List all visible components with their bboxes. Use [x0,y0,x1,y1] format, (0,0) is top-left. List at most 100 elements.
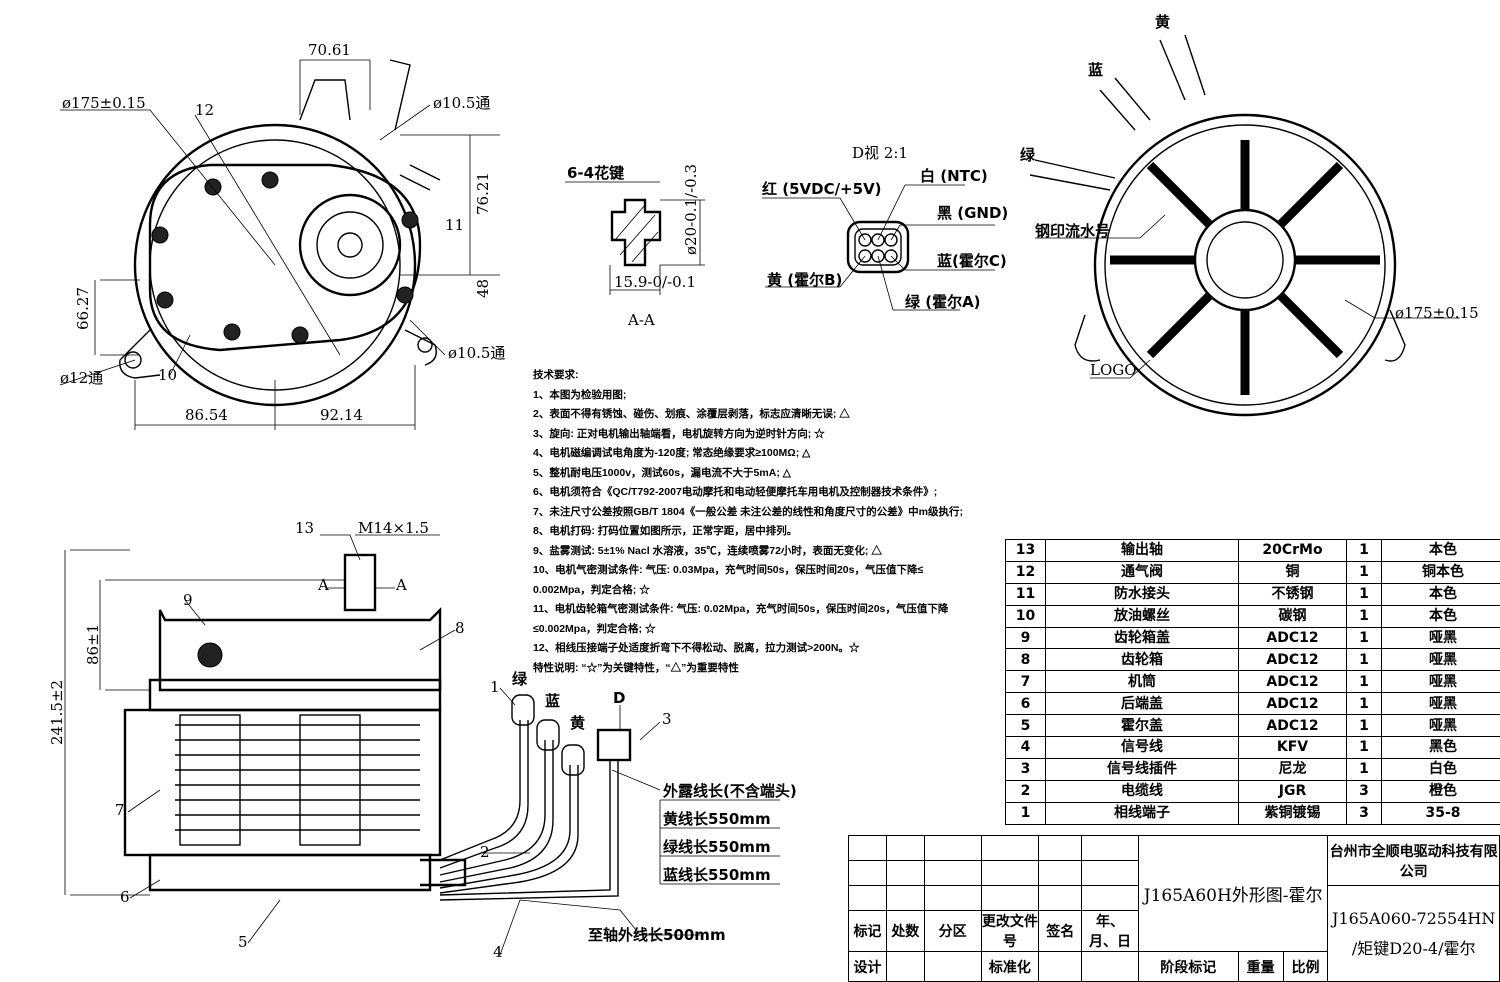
pin-white: 白 (NTC) [920,167,988,185]
callout-11: 11 [445,216,464,234]
bom-item-no: 4 [1006,737,1046,759]
bolt-holes [152,172,418,343]
bom-part-name: 齿轮箱 [1046,649,1239,671]
dim-86-54: 86.54 [185,406,228,424]
callout-3: 3 [662,710,672,728]
rear-view: 黄 蓝 绿 钢印流水号 ø175±0.15 LOGO [1020,13,1479,415]
requirement-item: 12、相线压接端子处适度折弯下不得松动、脱离，拉力测试>200N。☆ [533,639,963,659]
bom-item-no: 10 [1006,605,1046,627]
dim-66-27: 66.27 [74,287,92,330]
bom-quantity: 1 [1347,540,1382,562]
view-d-title: D视 2:1 [852,144,908,162]
bom-quantity: 1 [1347,693,1382,715]
part-number: J165A060-72554HN/矩键D20-4/霍尔 [1328,886,1500,982]
wire-blue-label: 蓝 [545,692,560,710]
bom-quantity: 1 [1347,758,1382,780]
pin-yellow: 黄 (霍尔B) [767,271,842,289]
rear-wire-green: 绿 [1020,146,1036,164]
bom-quantity: 1 [1347,605,1382,627]
bom-item-no: 13 [1006,540,1046,562]
dim-dia-175: ø175±0.15 [62,94,146,112]
dim-76-21: 76.21 [474,172,492,215]
bom-finish: 35-8 [1382,802,1500,824]
dim-15-9: 15.9-0/-0.1 [614,273,696,291]
bom-item-no: 6 [1006,693,1046,715]
bom-material: 尼龙 [1239,758,1347,780]
callout-10: 10 [158,366,177,384]
serial-stamp-label: 钢印流水号 [1035,222,1110,240]
bom-material: JGR [1239,780,1347,802]
header-zone: 分区 [924,911,981,952]
cables: 绿 蓝 黄 D 外露线长(不含端头) 黄线长550mm 绿线长550mm 蓝线长… [440,670,797,944]
pin-blue: 蓝(霍尔C) [937,252,1007,270]
section-label: A-A [627,311,655,329]
dim-92-14: 92.14 [320,406,363,424]
requirement-item: 10、电机气密测试条件: 气压: 0.03Mpa，充气时间50s，保压时间20s… [533,561,963,581]
requirement-item: 6、电机须符合《QC/T792-2007电动摩托和电动轻便摩托车用电机及控制器技… [533,483,963,503]
bom-item-no: 12 [1006,561,1046,583]
callout-4: 4 [493,943,503,961]
pin-red: 红 (5VDC/+5V) [762,180,882,198]
callout-6: 6 [120,888,130,906]
requirement-item: 1、本图为检验用图; [533,386,963,406]
callout-8: 8 [455,619,465,637]
dim-70-61: 70.61 [308,41,351,59]
requirement-item: 11、电机齿轮箱气密测试条件: 气压: 0.02Mpa，充气时间50s，保压时间… [533,600,963,620]
header-change-doc: 更改文件号 [981,911,1039,952]
requirement-item: 8、电机打码: 打码位置如图所示，正常字距，居中排列。 [533,522,963,542]
bom-item-no: 7 [1006,671,1046,693]
callout-12: 12 [195,101,214,119]
section-mark-a-right: A [395,576,407,594]
bom-material: 碳钢 [1239,605,1347,627]
bom-finish: 哑黑 [1382,649,1500,671]
requirement-item: 0.002Mpa，判定合格; ☆ [533,581,963,601]
bom-item-no: 3 [1006,758,1046,780]
requirement-item: 特性说明: “☆”为关键特性，“△”为重要特性 [533,659,963,679]
bom-part-name: 后端盖 [1046,693,1239,715]
wire-green-label: 绿 [512,670,528,688]
bom-part-name: 信号线插件 [1046,758,1239,780]
requirement-item: ≤0.002Mpa，判定合格; ☆ [533,620,963,640]
bom-finish: 哑黑 [1382,715,1500,737]
pin-black: 黑 (GND) [937,204,1008,222]
bom-item-no: 11 [1006,583,1046,605]
dim-48: 48 [474,279,492,298]
bom-part-name: 信号线 [1046,737,1239,759]
rear-ribs [1110,140,1380,395]
header-count: 处数 [886,911,924,952]
requirement-item: 9、盐雾测试: 5±1% Nacl 水溶液，35℃，连续喷雾72小时，表面无变化… [533,542,963,562]
wire-yellow-label: 黄 [570,714,585,732]
dim-hole-left: ø12通 [60,369,103,387]
part-number-line-1: J165A060-72554HN [1328,904,1499,934]
bom-quantity: 1 [1347,627,1382,649]
bom-quantity: 1 [1347,561,1382,583]
bom-material: 不锈钢 [1239,583,1347,605]
dim-86: 86±1 [84,624,102,665]
dim-hole-bottom: ø10.5通 [448,344,505,362]
bom-material: ADC12 [1239,627,1347,649]
bom-finish: 本色 [1382,583,1500,605]
requirements-title: 技术要求: [533,366,963,386]
design-label: 设计 [849,952,887,982]
bom-quantity: 1 [1347,583,1382,605]
requirement-item: 2、表面不得有锈蚀、碰伤、划痕、涂覆层剥落，标志应清晰无误; △ [533,405,963,425]
thread-label: M14×1.5 [358,519,429,537]
callout-7: 7 [115,801,125,819]
cooling-fins [175,715,420,845]
blue-length: 蓝线长550mm [663,866,771,884]
bom-finish: 哑黑 [1382,693,1500,715]
dim-241-5: 241.5±2 [48,680,66,745]
bom-quantity: 1 [1347,671,1382,693]
company-name: 台州市全顺电驱动科技有限公司 [1328,836,1500,886]
bom-finish: 哑黑 [1382,627,1500,649]
connector-d-label: D [613,689,625,707]
drawing-title: J165A60H外形图-霍尔 [1138,836,1327,952]
